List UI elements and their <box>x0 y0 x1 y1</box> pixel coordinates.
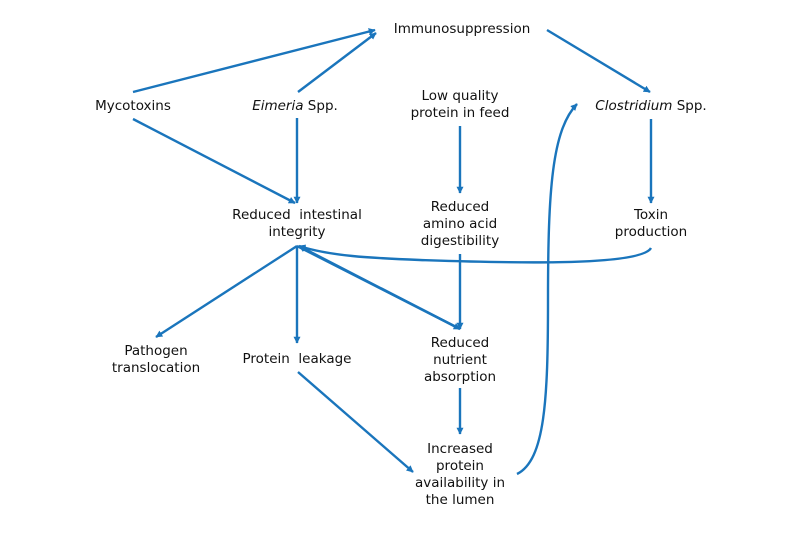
edge-reduced-intestinal-integrity-to-pathogen-translocation <box>155 244 298 339</box>
node-protein-leakage: Protein leakage <box>243 351 352 368</box>
node-eimeria: Eimeria Spp. <box>252 98 338 115</box>
node-eimeria-genus: Eimeria <box>252 98 304 114</box>
node-increased-protein-availability-line: Increased <box>427 441 493 457</box>
node-reduced-amino-acid-digestibility-line: digestibility <box>420 233 500 249</box>
node-pathogen-translocation: Pathogen translocation <box>112 343 200 377</box>
edge-increased-protein-availability-to-clostridium <box>516 103 578 476</box>
edge-immunosuppression-to-clostridium <box>546 28 651 94</box>
edge-eimeria-to-immunosuppression <box>297 32 377 93</box>
node-reduced-nutrient-absorption-line: nutrient <box>433 352 487 368</box>
node-reduced-amino-acid-digestibility-line: Reduced <box>430 199 490 215</box>
node-reduced-amino-acid-digestibility-line: amino acid <box>422 216 498 232</box>
edge-reduced-nutrient-absorption-to-reduced-intestinal-integrity <box>298 244 461 331</box>
node-mycotoxins: Mycotoxins <box>95 98 171 115</box>
edge-mycotoxins-to-reduced-intestinal-integrity <box>132 117 296 205</box>
node-clostridium-genus: Clostridium <box>595 98 673 114</box>
node-immunosuppression: Immunosuppression <box>394 21 531 38</box>
node-toxin-production-line: Toxin <box>633 207 669 223</box>
node-clostridium-spp: Spp. <box>672 98 707 114</box>
node-reduced-intestinal-integrity-line: integrity <box>268 224 326 240</box>
edge-toxin-production-to-reduced-intestinal-integrity <box>298 244 653 264</box>
node-reduced-nutrient-absorption: Reduced nutrient absorption <box>424 335 496 386</box>
node-reduced-intestinal-integrity-line: Reduced intestinal <box>232 207 362 223</box>
edge-mycotoxins-to-immunosuppression <box>132 28 376 94</box>
node-low-quality-protein: Low quality protein in feed <box>411 88 510 122</box>
node-immunosuppression-line: Immunosuppression <box>393 21 531 37</box>
node-low-quality-protein-line: Low quality <box>421 88 499 104</box>
node-increased-protein-availability-line: the lumen <box>425 492 495 508</box>
node-reduced-nutrient-absorption-line: absorption <box>423 369 497 385</box>
node-pathogen-translocation-line: Pathogen <box>124 343 188 359</box>
node-toxin-production: Toxin production <box>615 207 688 241</box>
node-clostridium: Clostridium Spp. <box>595 98 706 115</box>
edge-protein-leakage-to-increased-protein-availability <box>297 371 414 473</box>
node-pathogen-translocation-line: translocation <box>111 360 201 376</box>
node-increased-protein-availability: Increased protein availability in the lu… <box>415 441 505 509</box>
node-mycotoxins-line: Mycotoxins <box>95 98 171 114</box>
node-toxin-production-line: production <box>614 224 688 240</box>
node-reduced-nutrient-absorption-line: Reduced <box>430 335 490 351</box>
node-reduced-amino-acid-digestibility: Reduced amino acid digestibility <box>421 199 499 250</box>
node-eimeria-spp: Spp. <box>303 98 338 114</box>
node-protein-leakage-line: Protein leakage <box>242 351 352 367</box>
node-reduced-intestinal-integrity: Reduced intestinal integrity <box>232 207 362 241</box>
node-increased-protein-availability-line: protein <box>435 458 484 474</box>
node-low-quality-protein-line: protein in feed <box>410 105 510 121</box>
node-increased-protein-availability-line: availability in <box>414 475 506 491</box>
